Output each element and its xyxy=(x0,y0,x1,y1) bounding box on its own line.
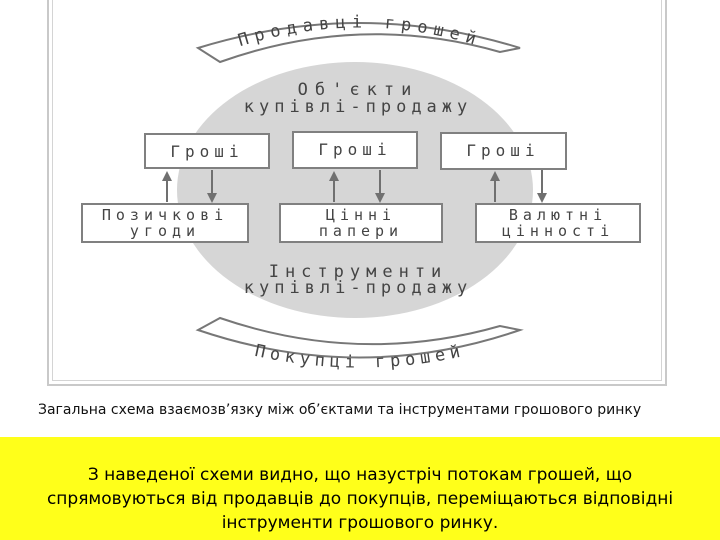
bottom-banner-shape xyxy=(195,316,524,359)
instrument-box-2: Цінні папери xyxy=(279,203,443,243)
instrument-box-1: Позичкові угоди xyxy=(81,203,249,243)
instrument-box-1-line2: угоди xyxy=(130,222,200,240)
money-box-1-label: Гроші xyxy=(170,142,243,161)
diagram-caption: Загальна схема взаємозв’язку між об’єкта… xyxy=(38,402,642,418)
instrument-box-3: Валютні цінності xyxy=(475,203,641,243)
money-box-2: Гроші xyxy=(292,131,418,169)
instrument-box-2-line2: папери xyxy=(319,222,403,240)
summary-panel: З наведеної схеми видно, що назустріч по… xyxy=(0,437,720,540)
objects-title-line2: купівлі-продажу xyxy=(244,97,473,117)
instrument-box-1-line1: Позичкові xyxy=(102,206,228,224)
instruments-title-line2: купівлі-продажу xyxy=(244,278,473,298)
money-box-1: Гроші xyxy=(144,133,270,169)
instrument-box-3-line2: цінності xyxy=(502,222,614,240)
central-ellipse xyxy=(177,62,533,318)
scheme-diagram: Продавці грошей Об'єкти купівлі-продажу … xyxy=(81,13,641,373)
instrument-box-2-line1: Цінні xyxy=(326,206,396,224)
summary-text: З наведеної схеми видно, що назустріч по… xyxy=(46,465,674,533)
objects-title-line1: Об'єкти xyxy=(298,80,419,100)
instrument-box-3-line1: Валютні xyxy=(509,206,607,224)
instruments-title-line1: Інструменти xyxy=(269,262,448,282)
money-box-3: Гроші xyxy=(440,132,567,170)
money-box-3-label: Гроші xyxy=(466,141,539,160)
money-box-2-label: Гроші xyxy=(318,140,391,159)
diagram-inner-frame xyxy=(52,0,662,381)
top-banner-shape xyxy=(195,22,521,64)
